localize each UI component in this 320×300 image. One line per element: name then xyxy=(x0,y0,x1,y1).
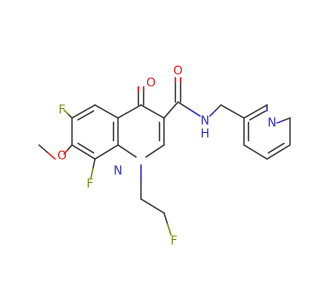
atom-label-n-pyridine: N xyxy=(268,116,277,130)
benzene-double-1 xyxy=(77,110,95,121)
atom-label-o-carbonyl: O xyxy=(146,76,155,90)
pyridone-bond-4 xyxy=(145,144,165,158)
pyridine-double-2 xyxy=(267,142,285,154)
bond-layer xyxy=(38,77,291,236)
ch2-pyridine xyxy=(220,104,245,119)
o-methyl-b xyxy=(38,144,48,153)
chemical-structure: O O N H N F O F N F xyxy=(38,64,291,248)
atom-label-o-methoxy: O xyxy=(57,149,66,163)
atom-label-n-ring: N xyxy=(114,164,123,178)
pyridone-bond-2 xyxy=(140,104,165,119)
n-ch2-b xyxy=(214,104,222,112)
amide-c-n-b xyxy=(188,108,201,117)
atom-label-layer: O O N H N F O F N F xyxy=(57,64,276,248)
atom-label-n-amide: N xyxy=(201,114,210,128)
n-ethyl-2 xyxy=(140,198,165,214)
pyridine-double-1 xyxy=(249,110,267,121)
atom-label-f-6: F xyxy=(59,103,66,117)
n-ch2-a xyxy=(209,109,217,117)
c6-f-a xyxy=(67,113,73,119)
atom-label-f-8: F xyxy=(87,177,94,191)
pyridine-bond-6 xyxy=(243,144,268,160)
pyridine-bond-3-a xyxy=(276,119,285,124)
n-ethyl-3-b xyxy=(166,223,172,236)
benzene-double-2 xyxy=(77,142,95,154)
benzene-bond-1 xyxy=(94,104,119,119)
o-methyl-a xyxy=(46,151,56,160)
n-ethyl-3-a xyxy=(163,212,169,225)
pyridine-bond-5 xyxy=(266,144,291,160)
pyridone-bond-1 xyxy=(117,104,142,119)
atom-label-o-amide: O xyxy=(173,64,182,78)
pyridone-bond-5 xyxy=(117,144,137,158)
benzene-bond-2 xyxy=(71,104,96,119)
c7-o-a xyxy=(67,144,73,151)
pyridine-bond-1 xyxy=(243,104,268,119)
benzene-bond-5 xyxy=(94,144,119,160)
c8-f-a xyxy=(92,158,96,170)
pyridine-bond-3-b xyxy=(282,117,291,122)
c8-f-b xyxy=(90,167,94,179)
amide-c-n-a xyxy=(177,101,190,110)
c7-o-b xyxy=(63,148,69,155)
c6-f-b xyxy=(63,109,69,115)
atom-label-f-ethyl: F xyxy=(171,234,178,248)
amide-carbon-bond xyxy=(163,101,179,119)
atom-label-h-amide: H xyxy=(200,127,209,141)
benzene-bond-4 xyxy=(71,144,96,160)
